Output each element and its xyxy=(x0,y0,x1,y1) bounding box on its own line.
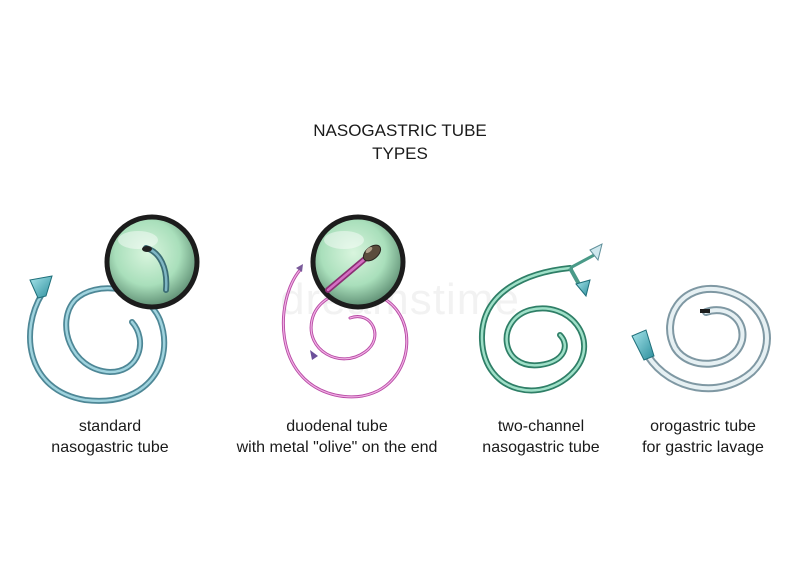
caption-line1: two-channel xyxy=(497,418,585,435)
caption-duodenal: duodenal tube with metal "olive" on the … xyxy=(222,416,452,458)
caption-line2: for gastric lavage xyxy=(642,439,764,456)
orogastric-tube-icon xyxy=(631,284,771,393)
caption-standard: standard nasogastric tube xyxy=(40,416,180,458)
diagram-title-line2: TYPES xyxy=(372,144,428,163)
diagram-title-line1: NASOGASTRIC TUBE xyxy=(313,121,487,140)
caption-line2: nasogastric tube xyxy=(482,439,600,456)
two-channel-tube-icon xyxy=(478,243,603,394)
caption-two-channel: two-channel nasogastric tube xyxy=(466,416,616,458)
caption-line1: standard xyxy=(78,418,142,435)
caption-line2: with metal "olive" on the end xyxy=(236,439,438,456)
caption-orogastric: orogastric tube for gastric lavage xyxy=(628,416,778,458)
caption-line2: nasogastric tube xyxy=(51,439,169,456)
caption-line1: duodenal tube xyxy=(286,418,388,435)
standard-tube-icon xyxy=(27,214,200,404)
caption-line1: orogastric tube xyxy=(650,418,756,435)
duodenal-tube-icon xyxy=(281,214,409,399)
